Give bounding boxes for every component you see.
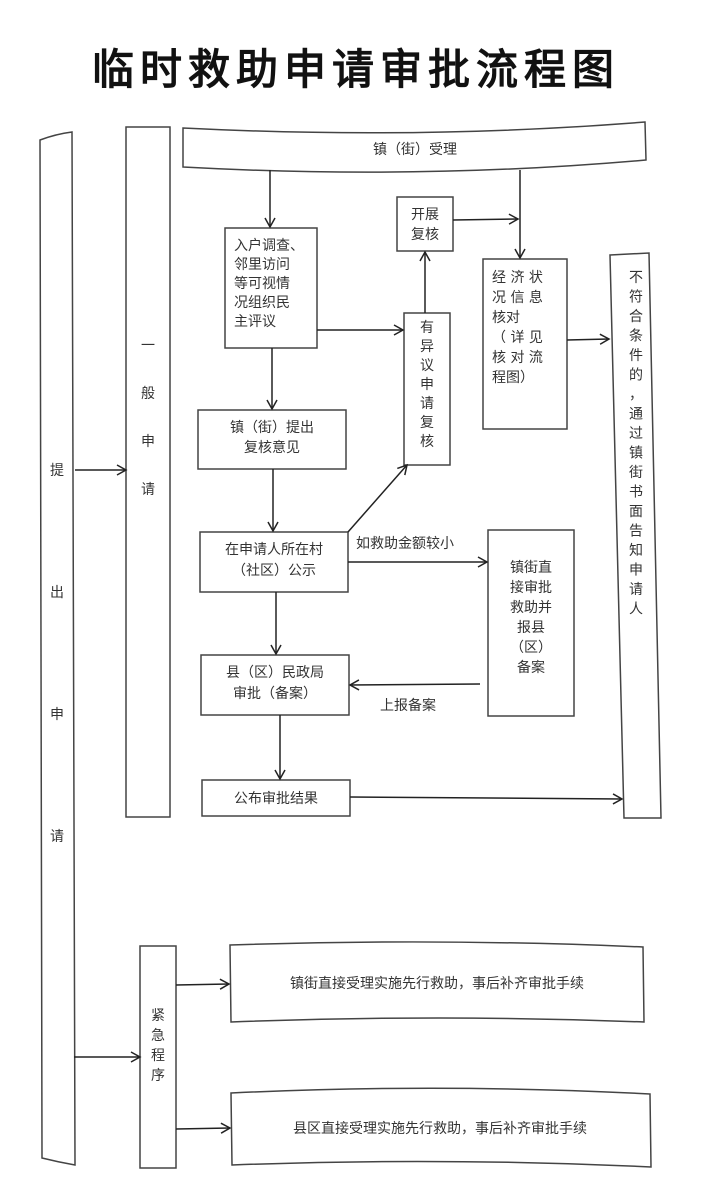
node-economic-check-label: 经 济 状况 信 息核对 （ 详 见核 对 流程图） (492, 270, 543, 386)
node-not-eligible-char: ， (629, 387, 643, 403)
node-economic-check: 经 济 状况 信 息核对 （ 详 见核 对 流程图） (482, 258, 568, 430)
node-emergency-county: 县区直接受理实施先行救助，事后补齐审批手续 (230, 1087, 652, 1168)
node-direct-approval-line: 镇街直 (510, 559, 552, 576)
node-direct-approval-line: （区） (510, 640, 552, 656)
node-submit-application-char: 请 (50, 829, 64, 845)
node-not-eligible-char: 书 (629, 485, 643, 501)
node-objection-review-char: 申 (420, 377, 434, 393)
node-review-opinion-label: 镇（街）提出复核意见 (230, 420, 314, 456)
node-objection-review-char: 有 (420, 320, 434, 336)
node-economic-check-line: （ 详 见 (492, 330, 543, 346)
node-general-application-char: 一 (141, 338, 155, 354)
edge-econ-to-not-eligible (566, 333, 611, 345)
node-economic-check-line: 核 对 流 (492, 350, 543, 366)
node-objection-review-char: 复 (420, 414, 434, 431)
node-general-application-char: 申 (141, 434, 155, 450)
node-not-eligible-char: 不 (629, 270, 643, 286)
edge-publish-to-not-eligible (349, 793, 624, 805)
node-emergency-procedure-char: 急 (151, 1028, 165, 1044)
node-investigation-line: 主评议 (234, 314, 276, 330)
node-not-eligible-char: 过 (629, 426, 643, 442)
node-direct-approval-line: 报县 (517, 620, 545, 636)
node-direct-approval-line: 接审批 (510, 579, 552, 596)
node-not-eligible-char: 告 (629, 524, 643, 540)
node-review-opinion-line: 复核意见 (244, 439, 300, 456)
node-publicize-line: 在申请人所在村 (225, 542, 323, 558)
node-town-accept-label: 镇（街）受理 (373, 142, 457, 158)
node-emergency-town-label: 镇街直接受理实施先行救助，事后补齐审批手续 (290, 975, 584, 992)
node-not-eligible-char: 的 (629, 368, 643, 384)
node-emergency-town: 镇街直接受理实施先行救助，事后补齐审批手续 (229, 941, 645, 1023)
node-emergency-county-label: 县区直接受理实施先行救助，事后补齐审批手续 (293, 1120, 587, 1137)
node-economic-check-line: 经 济 状 (492, 270, 543, 286)
node-investigation: 入户调查、邻里访问等可视情况组织民主评议 (224, 227, 318, 349)
node-objection-review-char: 核 (420, 434, 434, 450)
node-objection-review-char: 议 (420, 358, 434, 374)
edge-publicize-to-objection (347, 463, 409, 533)
node-economic-check-line: 况 信 息 (492, 289, 543, 306)
node-county-approval-label: 县（区）民政局审批（备案） (226, 665, 324, 702)
node-publish-result-label: 公布审批结果 (234, 791, 318, 807)
edge-emergency-to-town (175, 978, 231, 990)
edge-review-to-econ (452, 213, 520, 225)
node-review-opinion-line: 镇（街）提出 (230, 420, 314, 436)
node-investigation-label: 入户调查、邻里访问等可视情况组织民主评议 (234, 237, 304, 330)
node-submit-application-char: 提 (50, 463, 64, 479)
node-direct-approval-line: 备案 (517, 659, 545, 676)
page-title: 临时救助申请审批流程图 (92, 45, 621, 94)
node-publicize: 在申请人所在村 （社区）公示 (199, 531, 349, 593)
node-not-eligible-char: 人 (629, 602, 643, 618)
node-investigation-line: 邻里访问 (234, 257, 290, 273)
node-emergency-procedure-char: 程 (151, 1048, 165, 1064)
node-not-eligible-char: 通 (629, 407, 643, 423)
node-investigation-line: 况组织民 (234, 295, 290, 311)
edge-emergency-to-county (175, 1122, 232, 1134)
node-start-review-line: 开展 (411, 207, 439, 223)
node-emergency-procedure-char: 序 (151, 1068, 165, 1084)
node-not-eligible-char: 符 (629, 290, 643, 306)
node-direct-approval-line: 救助并 (510, 600, 552, 616)
node-county-approval: 县（区）民政局审批（备案） (200, 654, 350, 716)
node-not-eligible-char: 镇 (629, 446, 643, 462)
edge-label-report-filing: 上报备案 (380, 697, 436, 714)
node-publicize-label: 在申请人所在村 （社区）公示 (225, 542, 323, 579)
node-submit-application-char: 出 (50, 585, 64, 601)
node-not-eligible-char: 申 (629, 563, 643, 579)
node-direct-approval-label: 镇街直接审批救助并报县 （区） 备案 (510, 559, 552, 676)
node-direct-approval: 镇街直接审批救助并报县 （区） 备案 (487, 529, 575, 717)
node-not-eligible-char: 街 (629, 465, 643, 481)
node-submit-application-char: 申 (50, 707, 64, 723)
node-emergency-procedure-char: 紧 (151, 1008, 165, 1024)
node-county-approval-line: 审批（备案） (233, 685, 317, 702)
node-start-review-label: 开展复核 (411, 207, 439, 243)
node-review-opinion: 镇（街）提出复核意见 (197, 409, 347, 470)
edge-direct-to-county (348, 679, 481, 691)
node-publish-result: 公布审批结果 (201, 779, 351, 817)
node-general-application-char: 般 (141, 386, 155, 402)
edge-label-small-amount: 如救助金额较小 (356, 536, 454, 552)
node-not-eligible-char: 面 (629, 504, 643, 520)
node-start-review: 开展复核 (396, 196, 454, 252)
node-economic-check-line: 程图） (492, 370, 534, 386)
node-not-eligible-char: 合 (629, 309, 643, 325)
node-not-eligible-char: 知 (629, 542, 643, 559)
node-town-accept: 镇（街）受理 (182, 121, 647, 173)
node-general-application-char: 请 (141, 482, 155, 498)
node-not-eligible-char: 请 (629, 582, 643, 598)
node-start-review-line: 复核 (411, 226, 439, 243)
node-objection-review-char: 异 (420, 339, 434, 355)
node-not-eligible-char: 件 (629, 348, 643, 364)
node-investigation-line: 等可视情 (234, 275, 290, 292)
node-county-approval-line: 县（区）民政局 (226, 665, 324, 681)
node-not-eligible-char: 条 (629, 328, 643, 345)
node-objection-review-char: 请 (420, 396, 434, 412)
node-investigation-line: 入户调查、 (234, 237, 304, 254)
node-publicize-line: （社区）公示 (232, 563, 316, 579)
node-economic-check-line: 核对 (492, 310, 520, 326)
